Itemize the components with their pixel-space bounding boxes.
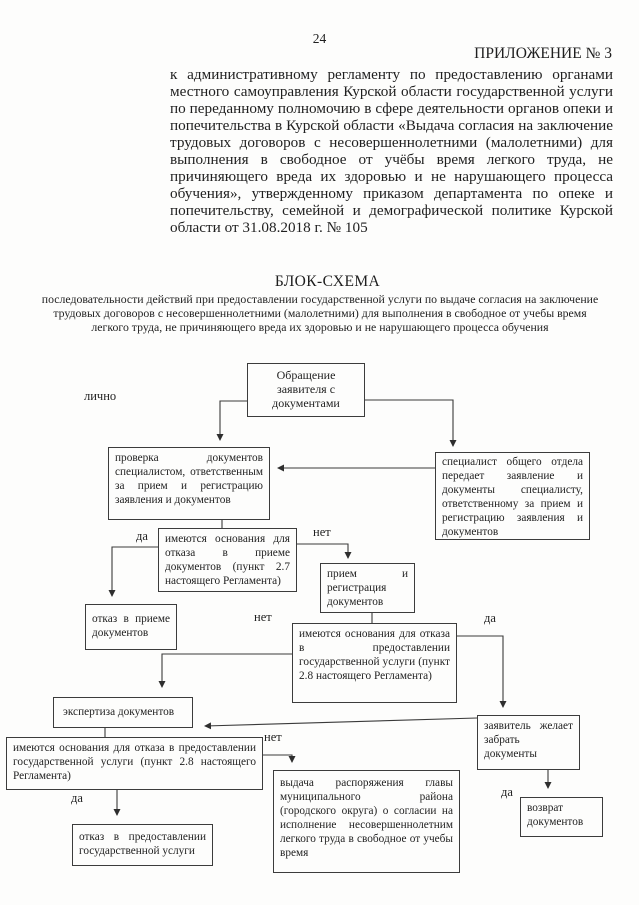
box-issue-order: выдача распоряжения главы муниципального… bbox=[273, 770, 460, 873]
label-personally: лично bbox=[84, 389, 117, 403]
edge-label-yes-return: да bbox=[501, 785, 513, 799]
box-wants-return: заявитель желает забрать документы bbox=[477, 715, 580, 770]
edge-label-no-2-7: нет bbox=[313, 525, 331, 539]
box-transfer-documents: специалист общего отдела передает заявле… bbox=[435, 452, 590, 540]
box-decision-2-8-second: имеются основания для отказа в предостав… bbox=[6, 737, 263, 790]
appendix-heading: ПРИЛОЖЕНИЕ № 3 bbox=[474, 45, 612, 62]
box-decision-2-8-first: имеются основания для отказа в предостав… bbox=[292, 623, 457, 703]
page-number: 24 bbox=[312, 31, 327, 46]
box-refuse-service: отказ в предоставлении государственной у… bbox=[72, 824, 213, 866]
edge-label-yes-2-7: да bbox=[136, 529, 148, 543]
scheme-subtitle: последовательности действий при предоста… bbox=[41, 292, 599, 334]
edge-label-no-2-8-second: нет bbox=[264, 730, 282, 744]
box-application: Обращение заявителя с документами bbox=[247, 363, 365, 417]
edge-label-yes-2-8-first: да bbox=[484, 611, 496, 625]
box-decision-2-7: имеются основания для отказа в приеме до… bbox=[158, 528, 297, 592]
box-accept-registration: прием и регистрация документов bbox=[320, 563, 415, 613]
scheme-title: БЛОК-СХЕМА bbox=[274, 273, 381, 290]
box-return-documents: возврат документов bbox=[520, 797, 603, 837]
box-expertise: экспертиза документов bbox=[53, 697, 193, 728]
edge-label-no-2-8-first: нет bbox=[254, 610, 272, 624]
box-check-documents: проверка документов специалистом, ответс… bbox=[108, 447, 270, 520]
edge-label-yes-2-8-second: да bbox=[71, 791, 83, 805]
intro-paragraph: к административному регламенту по предос… bbox=[170, 66, 613, 236]
box-refuse-acceptance: отказ в приеме документов bbox=[85, 604, 177, 650]
